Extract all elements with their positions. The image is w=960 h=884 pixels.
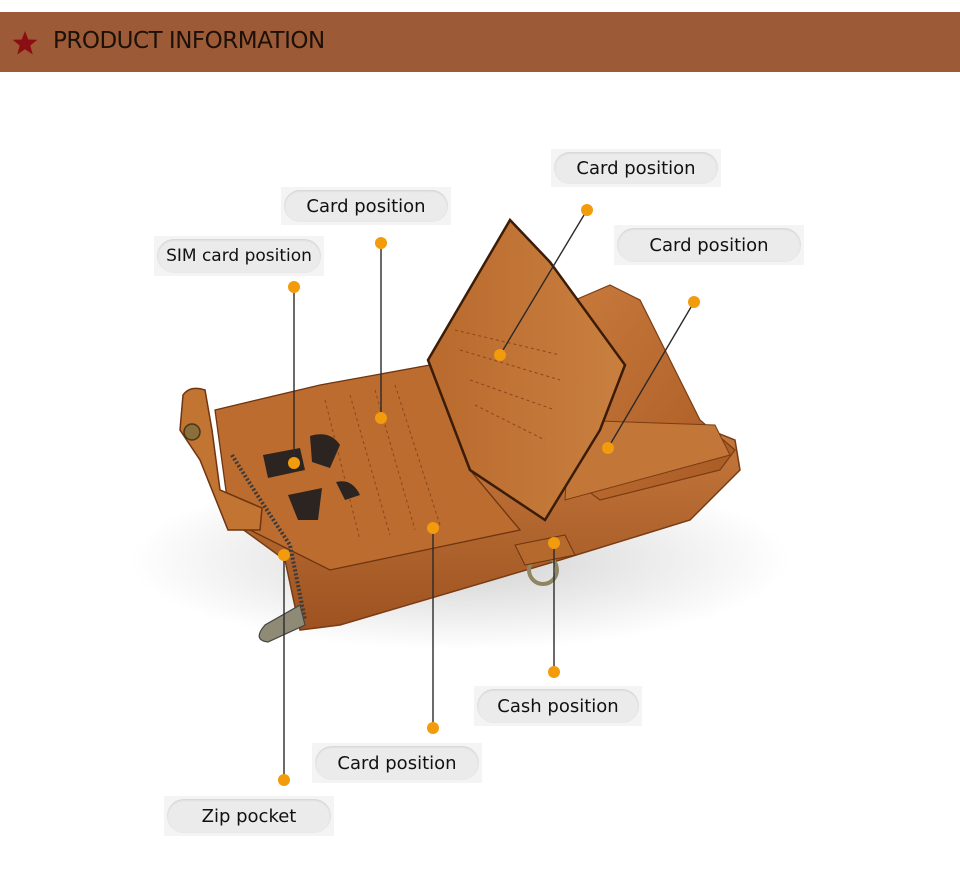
standing-card-flap (426, 217, 627, 522)
label-sim-text: SIM card position (157, 239, 321, 273)
card-slot-stitches (324, 384, 441, 541)
flap-stitches (454, 329, 561, 441)
label-zip: Zip pocket (164, 796, 334, 836)
label-card-top-left-text: Card position (284, 190, 448, 222)
label-card-bottom: Card position (312, 743, 482, 783)
snap-button (183, 423, 201, 441)
label-card-top-left: Card position (281, 187, 451, 225)
sim-slots (263, 434, 360, 520)
label-card-right-text: Card position (617, 228, 801, 262)
leader-lines (283, 209, 695, 780)
label-cash: Cash position (474, 686, 642, 726)
page-title: PRODUCT INFORMATION (53, 28, 325, 54)
label-card-right: Card position (614, 225, 804, 265)
callout-dots (278, 204, 700, 786)
label-zip-text: Zip pocket (167, 799, 331, 833)
label-card-bottom-text: Card position (315, 746, 479, 780)
cash-strap (514, 534, 576, 566)
label-card-top-right-text: Card position (554, 152, 718, 184)
section-header: PRODUCT INFORMATION (0, 12, 960, 72)
label-sim: SIM card position (154, 236, 324, 276)
label-card-top-right: Card position (551, 149, 721, 187)
snap-strap (179, 387, 263, 531)
zipper-pull (258, 604, 306, 643)
zipper (230, 453, 307, 621)
star-icon (12, 31, 38, 55)
label-cash-text: Cash position (477, 689, 639, 723)
